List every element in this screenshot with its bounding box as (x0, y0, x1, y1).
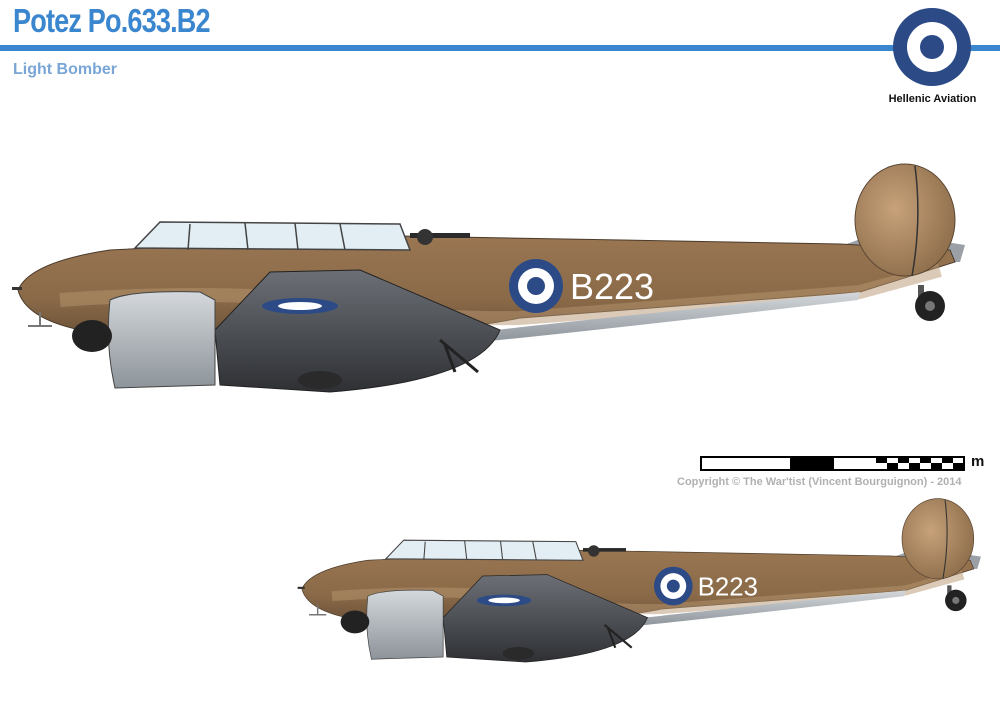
aircraft-profile-large: B223 (12, 164, 965, 392)
scale-bar (700, 456, 965, 471)
copyright-notice: Copyright © The War'tist (Vincent Bourgu… (677, 476, 962, 488)
page-subtitle: Light Bomber (13, 61, 117, 78)
fuselage-roundel (509, 259, 563, 313)
nation-label: Hellenic Aviation (888, 93, 977, 105)
fuselage-roundel (653, 566, 693, 606)
aircraft-serial: B223 (698, 573, 758, 601)
aircraft-serial: B223 (570, 266, 654, 307)
page-title: Potez Po.633.B2 (13, 2, 211, 39)
scale-unit: m (971, 453, 985, 470)
title-divider (0, 45, 1000, 51)
nation-roundel (893, 8, 971, 86)
aircraft-profile-small: B223 (298, 499, 981, 662)
